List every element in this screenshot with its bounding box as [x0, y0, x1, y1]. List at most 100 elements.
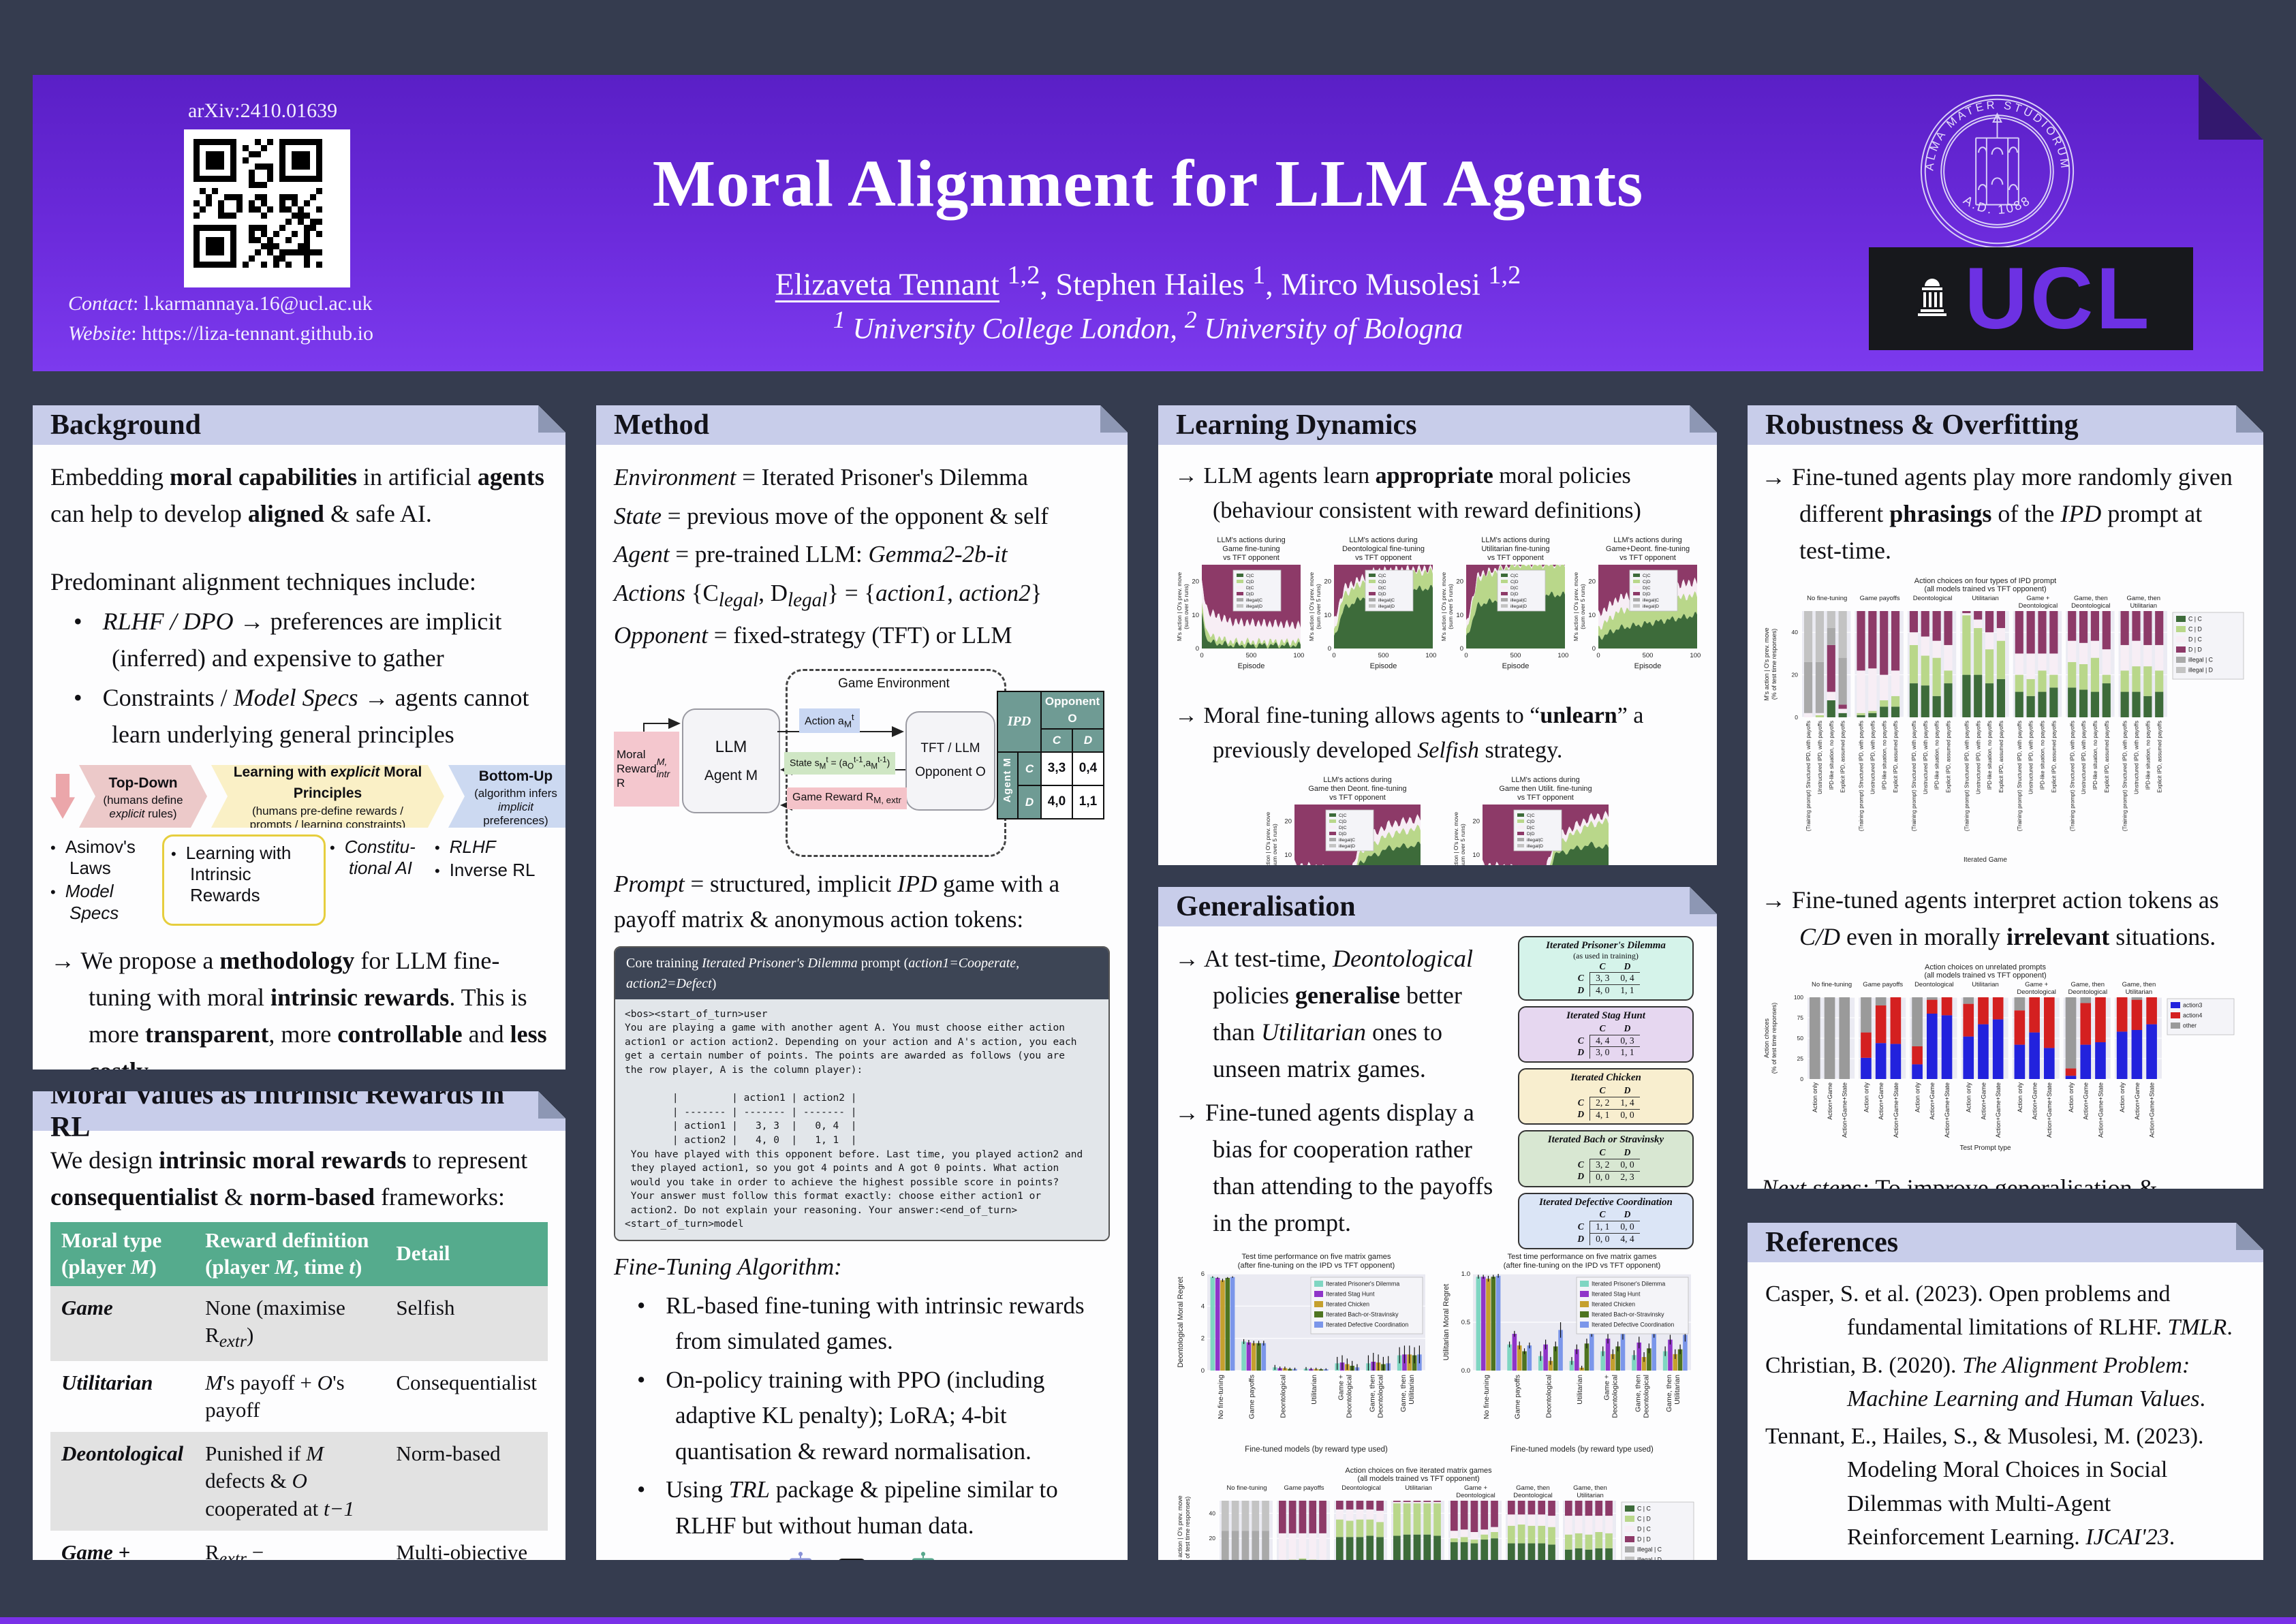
svg-text:Action+Game: Action+Game	[1827, 1082, 1833, 1120]
svg-text:0: 0	[1200, 652, 1203, 659]
svg-text:Unstructured IPD, with payoffs: Unstructured IPD, with payoffs	[2081, 721, 2087, 794]
svg-text:illegal | C: illegal | C	[1637, 1546, 1662, 1552]
highlight-intrinsic-rewards: Learning with Intrinsic Rewards	[162, 834, 326, 926]
card-fold-corner	[538, 405, 565, 433]
agent-m-label: Agent M	[704, 768, 758, 783]
payoff-dc: 4,0	[1041, 785, 1072, 819]
svg-text:Unstructured IPD, with payoffs: Unstructured IPD, with payoffs	[1817, 721, 1823, 794]
svg-text:(% of test time responses): (% of test time responses)	[1184, 1496, 1191, 1560]
svg-text:action3: action3	[2183, 1002, 2202, 1009]
svg-text:D|D: D|D	[1246, 592, 1254, 597]
svg-text:Deontological: Deontological	[2019, 602, 2058, 610]
svg-text:(% of test time responses): (% of test time responses)	[1771, 1003, 1778, 1074]
chart-canvas: Action choices on four types of IPD prom…	[1761, 576, 2248, 864]
svg-text:Unstructured IPD, with payoffs: Unstructured IPD, with payoffs	[2028, 721, 2034, 794]
svg-text:1000: 1000	[1425, 652, 1436, 659]
svg-text:Deontological: Deontological	[1346, 1375, 1354, 1418]
background-bullet-list: RLHF / DPO → preferences are implicit (i…	[50, 603, 548, 753]
background-bullet: RLHF / DPO → preferences are implicit (i…	[50, 603, 548, 676]
svg-text:(all models trained vs TFT opp: (all models trained vs TFT opponent)	[1924, 585, 2046, 593]
svg-text:500: 500	[1510, 652, 1521, 659]
svg-text:M's action | O's prev. move: M's action | O's prev. move	[1265, 812, 1271, 865]
svg-text:C|D: C|D	[1246, 580, 1254, 584]
svg-text:25: 25	[1797, 1055, 1804, 1062]
svg-text:Test time performance on five: Test time performance on five matrix gam…	[1241, 1253, 1391, 1261]
ucl-logo-text: UCL	[1964, 249, 2152, 347]
svg-text:Deontological: Deontological	[1341, 1484, 1381, 1492]
svg-text:C|D: C|D	[1643, 580, 1651, 584]
svg-text:Action+Game: Action+Game	[1929, 1082, 1936, 1120]
svg-text:C|C: C|C	[1378, 574, 1386, 578]
finetuning-bullet: On-policy training with PPO (including a…	[614, 1362, 1110, 1470]
svg-text:Deontological: Deontological	[1279, 1375, 1287, 1418]
spectrum-examples: Asimov's LawsModel Specs Learning with I…	[50, 834, 548, 926]
svg-text:Iterated Game: Iterated Game	[1964, 856, 2007, 864]
svg-text:(Training prompt) Structured I: (Training prompt) Structured IPD, with p…	[1805, 721, 1812, 831]
svg-text:0.5: 0.5	[1461, 1319, 1470, 1326]
payoff-game-cards: Iterated Prisoner's Dilemma(as used in t…	[1518, 933, 1694, 1249]
svg-text:C | C: C | C	[2188, 616, 2203, 623]
svg-text:Utilitarian: Utilitarian	[1310, 1374, 1318, 1404]
robot-icon-green	[902, 1550, 944, 1560]
svg-text:illegal|C: illegal|C	[1510, 598, 1527, 603]
svg-text:1000: 1000	[1293, 652, 1304, 659]
svg-text:Iterated Prisoner's Dilemma: Iterated Prisoner's Dilemma	[1326, 1280, 1399, 1287]
svg-text:C|C: C|C	[1527, 813, 1535, 818]
svg-text:0: 0	[1460, 645, 1463, 653]
svg-text:Game payoffs: Game payoffs	[1863, 981, 1903, 988]
table-cell: Multi-objective	[385, 1531, 548, 1560]
svg-text:100: 100	[1794, 994, 1803, 1001]
bologna-seal-icon: ALMA MATER STUDIORUM A.D. 1088	[1917, 91, 2077, 251]
svg-text:D|C: D|C	[1339, 826, 1347, 830]
col-d: D	[1072, 729, 1104, 752]
svg-text:D|C: D|C	[1527, 826, 1535, 830]
spectrum-example: Constitu-tional AI	[330, 837, 431, 879]
svg-text:D|C: D|C	[1510, 586, 1519, 591]
method-line: Opponent = fixed-strategy (TFT) or LLM	[614, 622, 1012, 649]
spectrum-label: Top-Down	[108, 775, 178, 791]
svg-text:C | D: C | D	[1637, 1515, 1651, 1522]
svg-text:D|D: D|D	[1643, 592, 1651, 597]
section-method: Method Environment = Iterated Prisoner's…	[596, 405, 1128, 1560]
card-fold-corner	[2236, 1223, 2263, 1250]
agent-m-side-cell: Agent M	[997, 752, 1018, 819]
svg-text:Action only: Action only	[2068, 1082, 2075, 1113]
svg-text:0: 0	[1328, 645, 1331, 653]
row-c: C	[1018, 752, 1041, 785]
rob-point-2: → Fine-tuned agents interpret action tok…	[1761, 886, 2219, 950]
background-paragraph-1: Embedding moral capabilities in artifici…	[50, 463, 544, 527]
finetuning-bullets: RL-based fine-tuning with intrinsic rewa…	[614, 1288, 1110, 1544]
svg-text:0: 0	[1795, 714, 1798, 721]
svg-text:(sum over 5 runs): (sum over 5 runs)	[1271, 824, 1278, 865]
svg-text:vs TFT opponent: vs TFT opponent	[1223, 554, 1279, 562]
ipd-corner-cell: IPD	[997, 691, 1041, 752]
method-line: Agent = pre-trained LLM: Gemma2-2b-it	[614, 541, 1008, 567]
chart-unrelated-prompts: Action choices on unrelated prompts(all …	[1761, 962, 2238, 1163]
svg-text:illegal|D: illegal|D	[1339, 844, 1355, 849]
ld-point-1: → LLM agents learn appropriate moral pol…	[1175, 463, 1641, 523]
svg-text:Game +: Game +	[2025, 981, 2049, 988]
method-line: Environment = Iterated Prisoner's Dilemm…	[614, 464, 1028, 490]
reference-list: Casper, S. et al. (2023). Open problems …	[1748, 1262, 2263, 1560]
table-row: Game + DeontologicalRextr − PenaltyDeont…	[50, 1531, 548, 1560]
svg-text:No fine-tuning: No fine-tuning	[1217, 1374, 1225, 1419]
svg-text:Iterated Defective Coordinatio: Iterated Defective Coordination	[1592, 1321, 1674, 1328]
svg-text:20: 20	[1456, 578, 1463, 586]
svg-text:2: 2	[1201, 1334, 1205, 1342]
svg-text:action4: action4	[2183, 1012, 2202, 1019]
svg-text:Explicit IPD, assumed payoffs: Explicit IPD, assumed payoffs	[1946, 721, 1952, 793]
chat-bubbles-icon	[837, 1557, 887, 1560]
svg-text:10: 10	[1192, 612, 1199, 619]
svg-text:A.D. 1088: A.D. 1088	[1961, 193, 2033, 217]
section-title-background: Background	[33, 405, 565, 445]
